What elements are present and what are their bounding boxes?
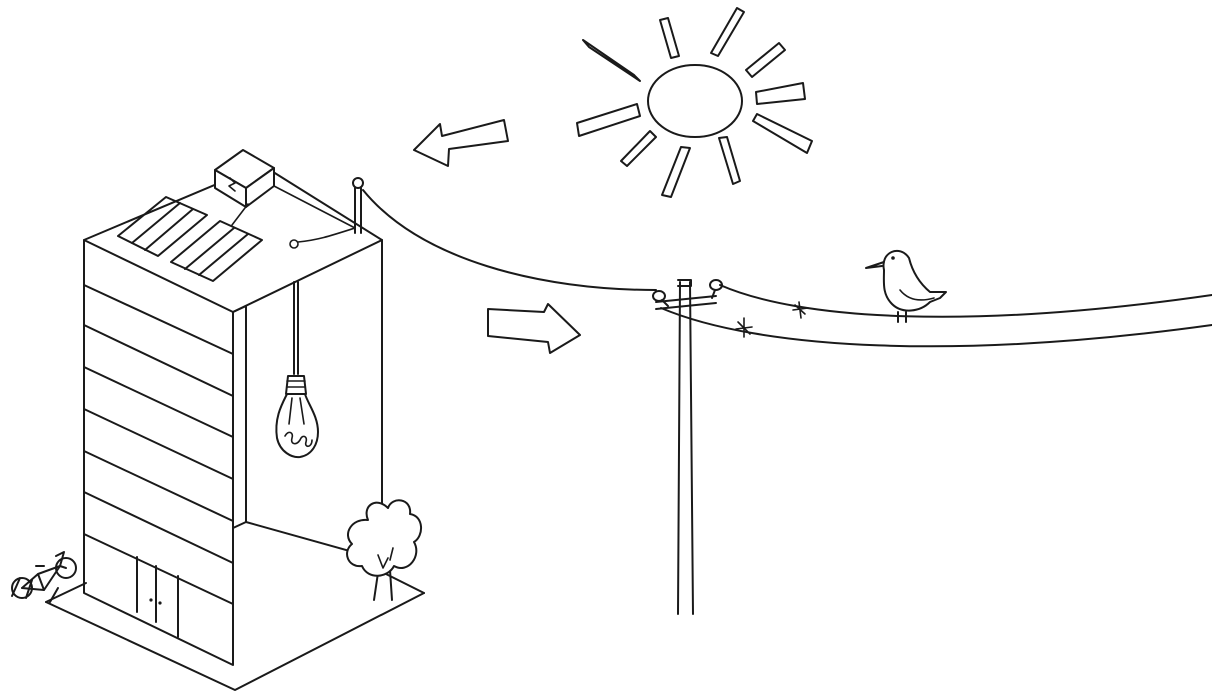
entrance-door bbox=[136, 556, 179, 638]
ground-slab bbox=[45, 571, 425, 691]
utility-pole-icon bbox=[652, 279, 723, 615]
bicycle-icon bbox=[11, 551, 77, 603]
mast-icon bbox=[352, 177, 364, 234]
lightning-box-icon bbox=[214, 149, 356, 249]
bird-icon bbox=[865, 249, 947, 323]
solar-panel-icon bbox=[117, 196, 263, 282]
power-line-icon bbox=[362, 189, 657, 291]
arrow-left-icon bbox=[413, 119, 509, 167]
lightbulb-icon bbox=[275, 281, 319, 459]
sun-icon bbox=[576, 7, 813, 198]
tree-icon bbox=[346, 499, 422, 601]
building-icon bbox=[83, 164, 383, 666]
arrow-right-icon bbox=[487, 303, 581, 354]
